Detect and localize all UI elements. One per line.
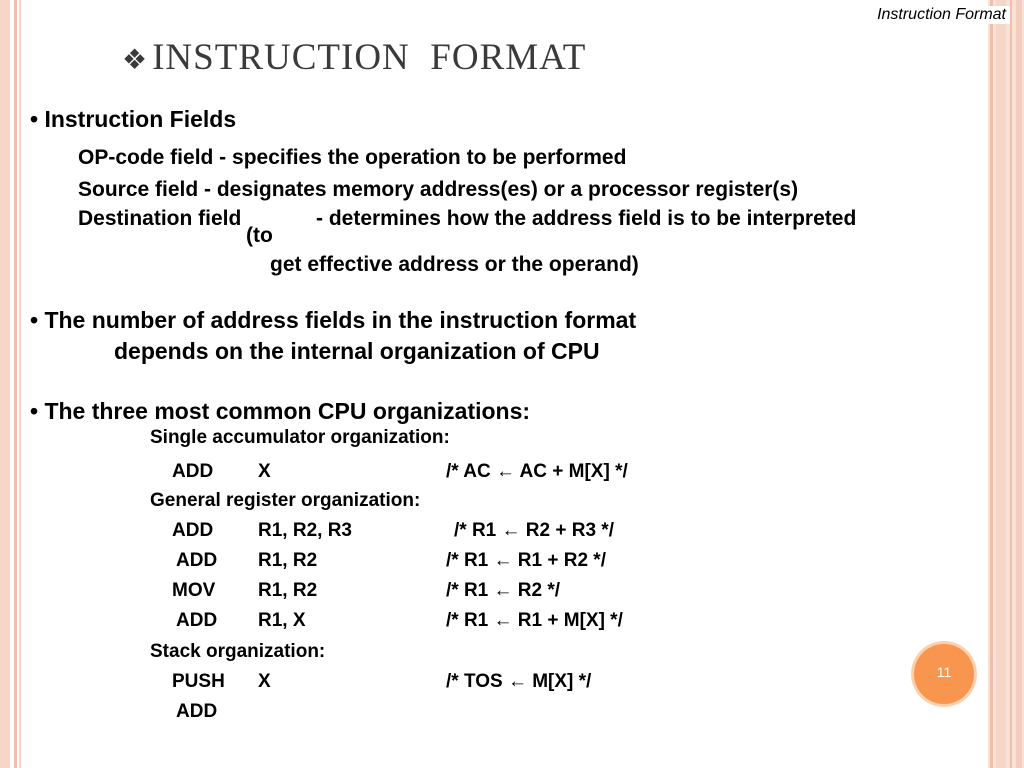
slide-header-label: Instruction Format — [873, 6, 1010, 24]
right-decor-stripe — [1016, 0, 1022, 768]
right-decor-stripe — [1010, 0, 1012, 768]
code-comment: /* R1 ← R2 */ — [446, 580, 561, 601]
code-args: R1, X — [258, 610, 306, 631]
code-comment: /* AC ← AC + M[X] */ — [446, 461, 628, 482]
code-op: PUSH — [172, 671, 225, 692]
address-fields-continuation: depends on the internal organization of … — [114, 338, 600, 364]
destination-field-continuation-2: get effective address or the operand) — [270, 253, 639, 276]
right-decor-stripe — [990, 0, 993, 768]
code-args: R1, R2 — [258, 580, 318, 601]
code-op: ADD — [176, 610, 218, 631]
left-decor-stripe — [0, 0, 10, 768]
code-args: R1, R2 — [258, 550, 318, 571]
instruction-fields-heading: • Instruction Fields — [30, 106, 237, 132]
code-comment: /* TOS ← M[X] */ — [446, 671, 592, 692]
code-args: X — [258, 461, 271, 482]
code-op: MOV — [172, 580, 216, 601]
slide-title-text: INSTRUCTION FORMAT — [152, 37, 587, 78]
code-args: X — [258, 671, 271, 692]
left-decor-stripe — [19, 0, 21, 768]
code-comment: /* R1 ← R2 + R3 */ — [454, 520, 614, 541]
destination-field-continuation: (to — [246, 224, 273, 247]
destination-field-label: Destination field — [78, 207, 242, 230]
general-register-label: General register organization: — [150, 490, 421, 511]
slide-title: ❖INSTRUCTION FORMAT — [122, 36, 586, 79]
right-decor-stripe — [996, 0, 1006, 768]
code-op: ADD — [176, 701, 218, 722]
address-fields-bullet: • The number of address fields in the in… — [30, 307, 637, 333]
stack-organization-label: Stack organization: — [150, 641, 326, 662]
code-comment: /* R1 ← R1 + R2 */ — [446, 550, 606, 571]
source-field-line: Source field - designates memory address… — [78, 178, 799, 201]
opcode-field-line: OP-code field - specifies the operation … — [78, 146, 627, 169]
page-number-badge: 11 — [914, 644, 974, 704]
diamond-bullet-icon: ❖ — [122, 45, 149, 76]
cpu-organizations-heading: • The three most common CPU organization… — [30, 398, 531, 424]
code-op: ADD — [176, 550, 218, 571]
left-decor-stripe — [14, 0, 17, 768]
code-args: R1, R2, R3 — [258, 520, 352, 541]
destination-field-description: - determines how the address field is to… — [316, 207, 857, 230]
single-accumulator-label: Single accumulator organization: — [150, 427, 450, 448]
code-op: ADD — [172, 520, 214, 541]
code-comment: /* R1 ← R1 + M[X] */ — [446, 610, 623, 631]
code-op: ADD — [172, 461, 214, 482]
